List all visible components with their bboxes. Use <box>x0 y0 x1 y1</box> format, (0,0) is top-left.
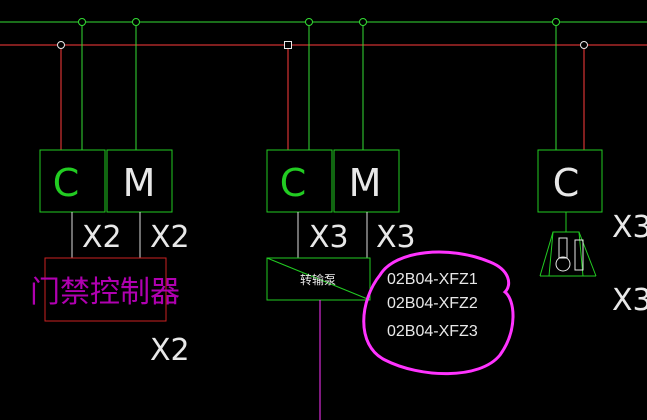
module-letter-g2-m: M <box>349 161 382 205</box>
g2-junction-red <box>284 41 292 49</box>
fire-pump-diagonal <box>266 257 371 301</box>
access-controller-text: 门禁控制器 <box>30 275 180 310</box>
g2-junction-green-1 <box>305 18 313 26</box>
highlight-annotation <box>362 250 515 376</box>
label-g3-x3-bottom: X3 <box>612 283 647 318</box>
g2-junction-green-2 <box>359 18 367 26</box>
label-g1-x2-left: X2 <box>82 220 122 255</box>
callout-label-3: 02B04-XFZ3 <box>387 323 478 340</box>
speaker-horn-icon <box>539 231 597 277</box>
g3-junction-red <box>580 41 588 49</box>
module-box-g3-c <box>537 149 603 213</box>
module-letter-g3-c: C <box>553 161 580 205</box>
fire-pump-box <box>266 257 371 301</box>
label-g2-x3-right: X3 <box>376 220 416 255</box>
fire-pump-text: 转输泵 <box>300 272 336 287</box>
module-letter-g1-m: M <box>123 161 156 205</box>
module-letter-g1-c: C <box>53 161 80 205</box>
label-g1-x2-right: X2 <box>150 220 190 255</box>
label-g3-x3-top: X3 <box>612 210 647 245</box>
g1-junction-red <box>57 41 65 49</box>
callout-label-1: 02B04-XFZ1 <box>387 271 478 288</box>
access-controller-box <box>44 257 167 322</box>
module-box-g2-c <box>266 149 333 213</box>
g1-junction-green-2 <box>132 18 140 26</box>
label-g2-x3-left: X3 <box>309 220 349 255</box>
module-letter-g2-c: C <box>280 161 307 205</box>
g3-junction-green <box>552 18 560 26</box>
label-g1-x2-bottom: X2 <box>150 333 190 368</box>
callout-label-2: 02B04-XFZ2 <box>387 295 478 312</box>
g1-junction-green-1 <box>78 18 86 26</box>
